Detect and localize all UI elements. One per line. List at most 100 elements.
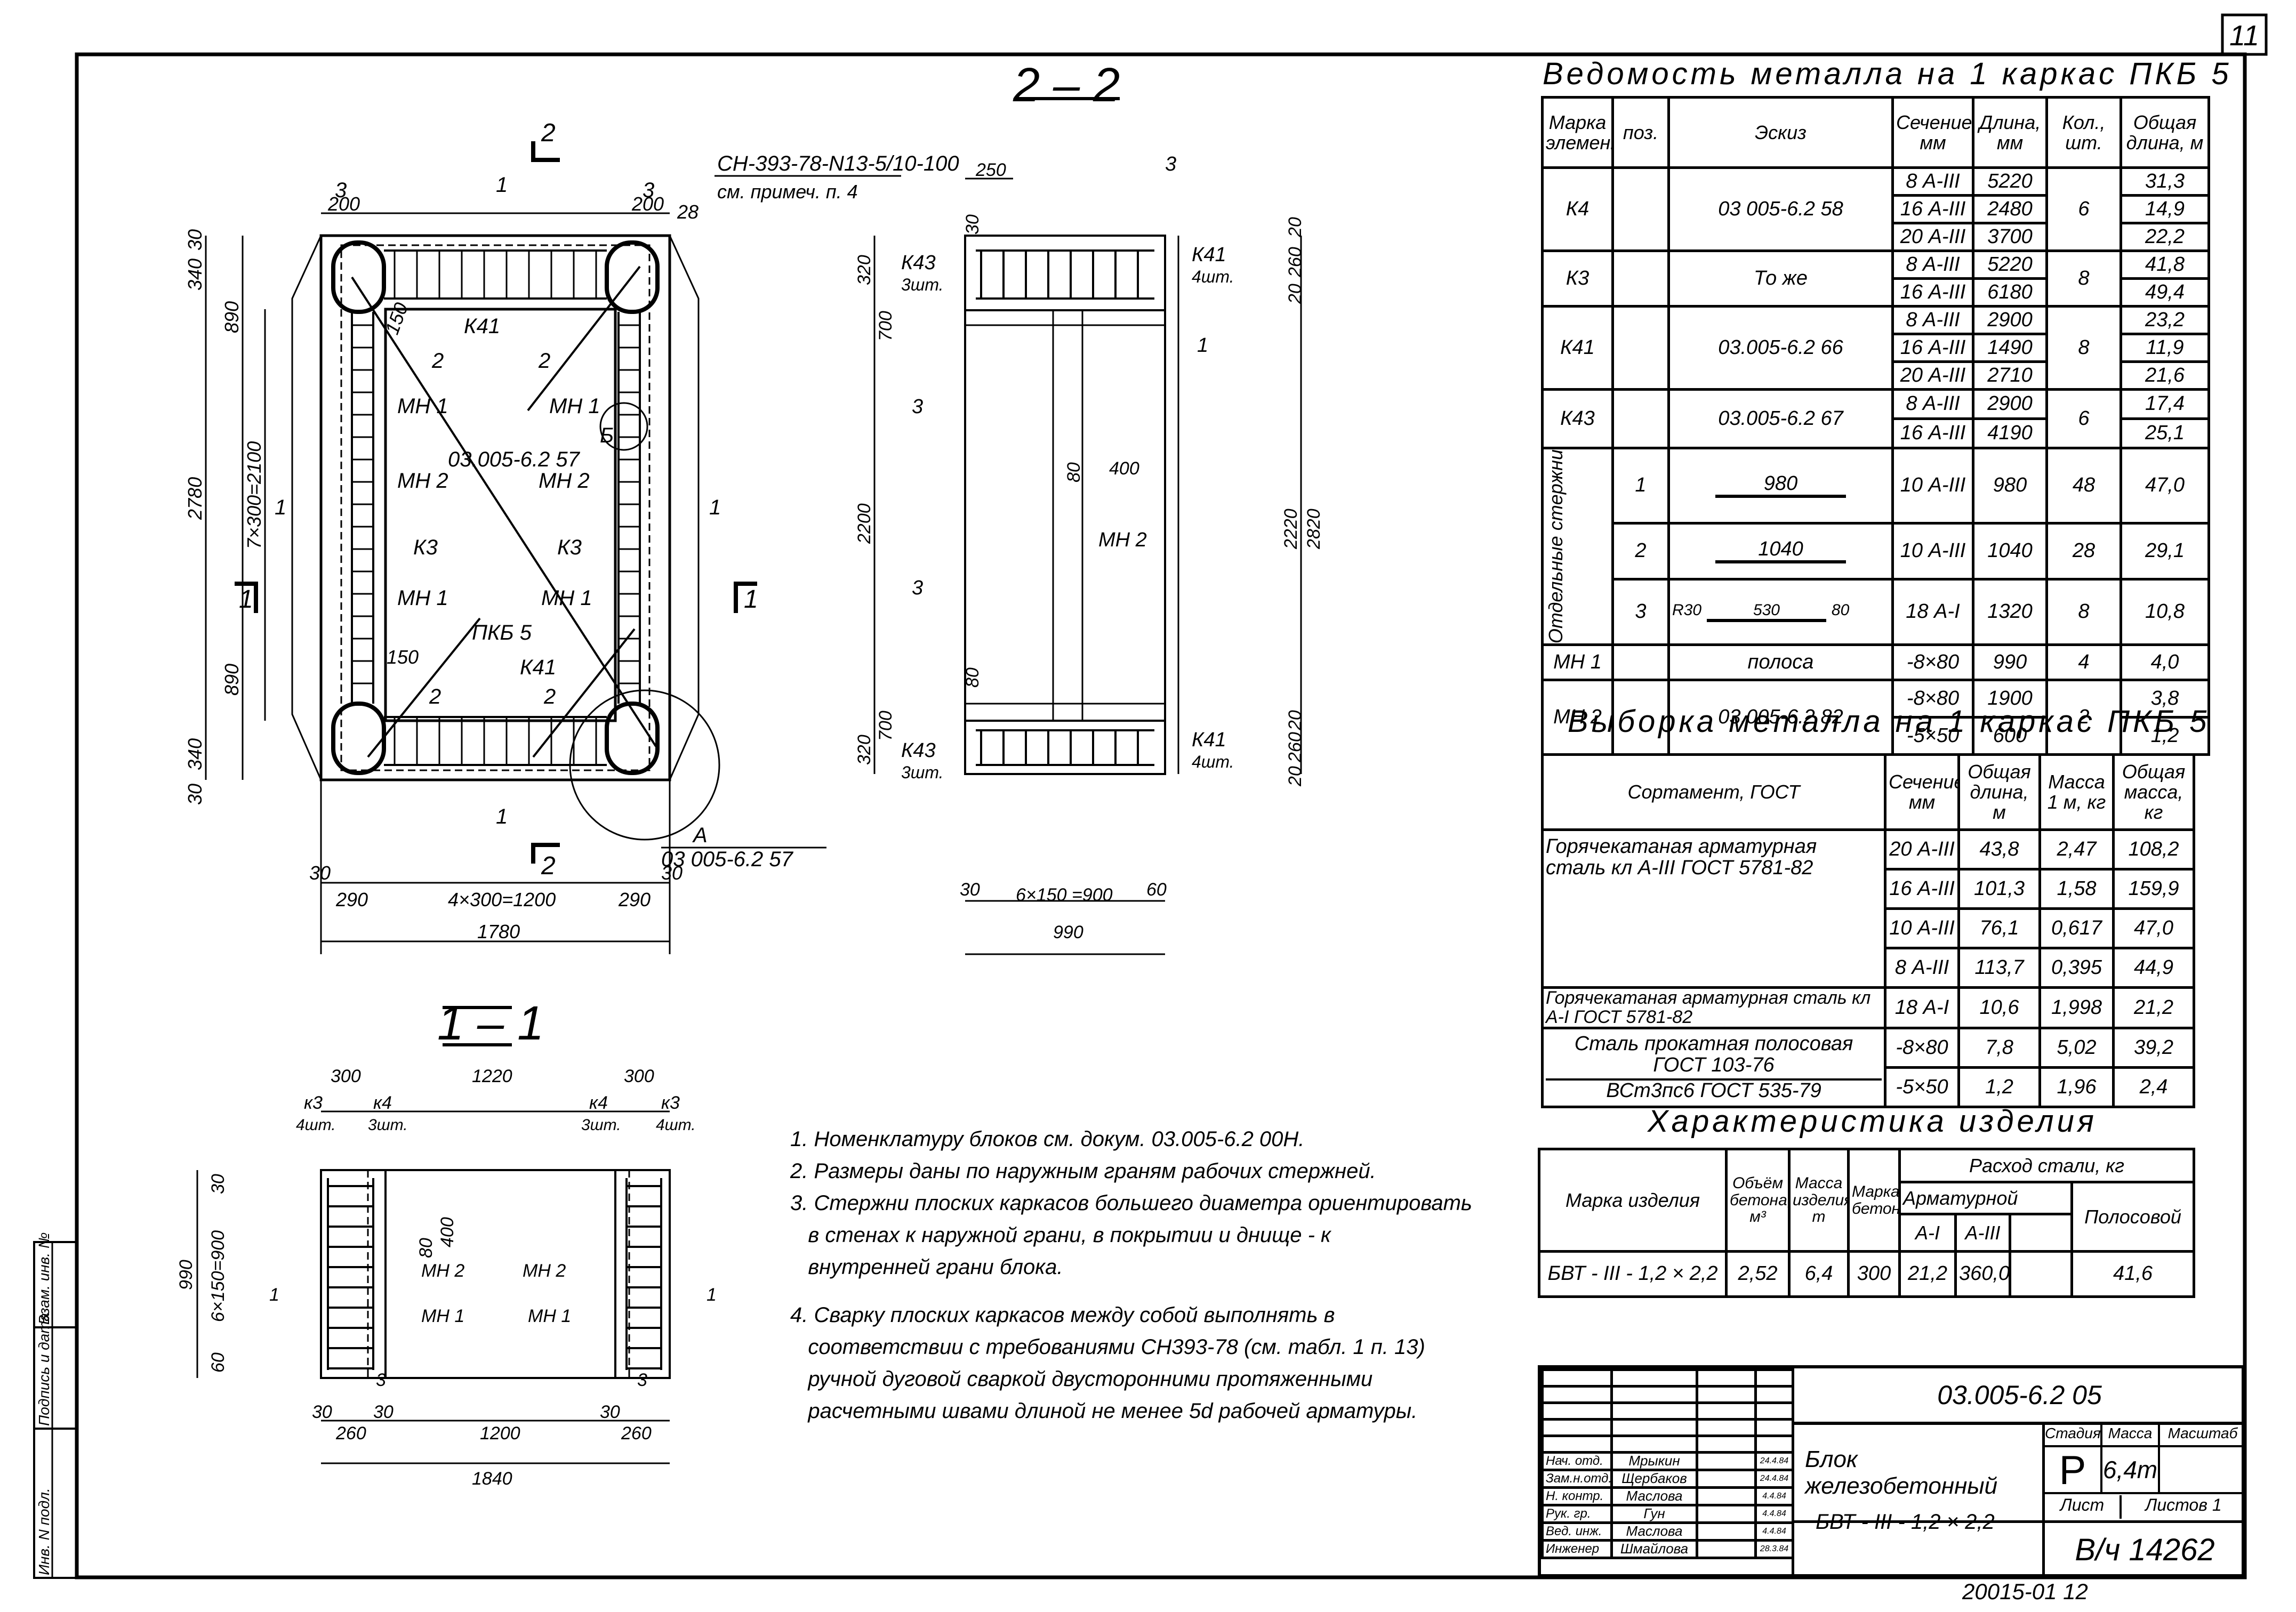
svg-text:20: 20 — [1285, 710, 1305, 731]
svg-text:80: 80 — [962, 667, 983, 688]
svg-text:4шт.: 4шт. — [656, 1116, 696, 1134]
svg-text:МН 1: МН 1 — [421, 1306, 464, 1326]
svg-text:300: 300 — [331, 1066, 361, 1086]
svg-text:290: 290 — [618, 889, 651, 910]
svg-text:150: 150 — [387, 646, 419, 668]
svg-text:4×300=1200: 4×300=1200 — [448, 889, 556, 910]
svg-text:2: 2 — [543, 685, 556, 708]
plan-view — [205, 141, 901, 954]
sheet-number-box — [2221, 13, 2268, 56]
svg-text:3шт.: 3шт. — [901, 275, 944, 294]
svg-text:МН 1: МН 1 — [541, 586, 592, 610]
rod-sketch: 980 — [1715, 473, 1846, 498]
svg-text:200: 200 — [327, 193, 360, 215]
rod-sketch: 1040 — [1715, 538, 1846, 563]
bottom-code: 20015-01 12 — [1962, 1579, 2088, 1604]
section-1-1-title: 1 – 1 — [437, 997, 544, 1050]
svg-text:250: 250 — [975, 160, 1006, 180]
svg-text:3: 3 — [376, 1370, 386, 1390]
svg-text:к3: к3 — [661, 1093, 680, 1113]
svg-text:290: 290 — [335, 889, 368, 910]
svg-text:1: 1 — [496, 805, 508, 828]
svg-text:к3: к3 — [304, 1093, 323, 1113]
svg-text:МН 1: МН 1 — [397, 394, 448, 418]
svg-text:1: 1 — [744, 585, 758, 614]
svg-text:320: 320 — [854, 735, 874, 765]
svg-text:1200: 1200 — [480, 1423, 520, 1444]
col-header: Марка элемента — [1541, 96, 1614, 169]
svg-text:30: 30 — [960, 880, 980, 900]
col-header: Сортамент, ГОСТ — [1541, 753, 1886, 831]
weld-callout: СН-393-78-N13-5/10-100 — [717, 152, 959, 175]
svg-text:260: 260 — [1285, 247, 1305, 278]
svg-text:890: 890 — [221, 301, 243, 333]
table-row: БВТ - III - 1,2 × 2,2 2,52 6,4 300 21,2 … — [1538, 1250, 2196, 1298]
svg-text:МН 2: МН 2 — [523, 1261, 566, 1281]
svg-text:700: 700 — [876, 711, 896, 741]
metal-statement-title: Ведомость металла на 1 каркас ПКБ 5 — [1543, 57, 2232, 91]
metal-statement-table: Марка элемента поз. Эскиз Сечение, мм Дл… — [1541, 96, 2210, 756]
svg-text:3: 3 — [643, 179, 654, 202]
sheet-number: 11 — [2229, 20, 2259, 52]
svg-text:6×150 =900: 6×150 =900 — [1016, 885, 1113, 905]
svg-text:к4: к4 — [373, 1093, 392, 1113]
svg-text:2: 2 — [431, 349, 444, 373]
section-2-2 — [873, 97, 1302, 955]
mass-value: 6,4т — [2102, 1447, 2160, 1492]
svg-text:260: 260 — [1285, 732, 1305, 763]
svg-text:4шт.: 4шт. — [296, 1116, 336, 1134]
svg-text:МН 1: МН 1 — [549, 394, 600, 418]
svg-text:20: 20 — [1285, 284, 1305, 304]
svg-text:3шт.: 3шт. — [368, 1116, 408, 1134]
sheet-frame — [75, 52, 2247, 1579]
col-header: поз. — [1611, 96, 1670, 169]
svg-text:2220: 2220 — [1281, 509, 1301, 550]
svg-text:20: 20 — [1285, 217, 1305, 238]
svg-text:к4: к4 — [589, 1093, 608, 1113]
svg-text:150: 150 — [381, 300, 412, 337]
svg-text:1840: 1840 — [472, 1469, 512, 1489]
col-header: Кол., шт. — [2045, 96, 2122, 169]
svg-text:60: 60 — [208, 1352, 228, 1373]
svg-text:260: 260 — [335, 1423, 366, 1444]
svg-text:1: 1 — [275, 496, 286, 519]
product-name: Блок железобетонный БВТ - III - 1,2 × 2,… — [1792, 1425, 2042, 1534]
svg-text:МН 1: МН 1 — [528, 1306, 571, 1326]
svg-text:ПКБ 5: ПКБ 5 — [472, 621, 532, 644]
svg-text:60: 60 — [1146, 880, 1167, 900]
svg-text:К3: К3 — [557, 536, 582, 559]
svg-text:3шт.: 3шт. — [581, 1116, 621, 1134]
svg-text:30: 30 — [962, 214, 983, 235]
svg-text:30: 30 — [309, 862, 331, 884]
svg-text:300: 300 — [624, 1066, 654, 1086]
svg-text:6×150=900: 6×150=900 — [208, 1230, 228, 1322]
stamp-replace-label: Взам. инв. № — [36, 1232, 52, 1325]
svg-text:К3: К3 — [413, 536, 438, 559]
svg-text:2200: 2200 — [854, 503, 874, 544]
svg-text:3: 3 — [912, 577, 923, 599]
svg-text:1: 1 — [709, 496, 721, 519]
svg-text:80: 80 — [1064, 462, 1084, 482]
svg-text:2820: 2820 — [1304, 509, 1324, 550]
col-header: Сечение, мм — [1884, 753, 1960, 831]
stamp-inv-label: Инв. N подл. — [36, 1488, 52, 1575]
svg-text:30: 30 — [373, 1402, 394, 1422]
svg-text:2: 2 — [429, 685, 441, 708]
svg-text:К41: К41 — [520, 656, 556, 679]
section-1-1 — [196, 1006, 671, 1464]
svg-text:К41: К41 — [1192, 244, 1226, 266]
svg-text:3: 3 — [912, 396, 923, 418]
